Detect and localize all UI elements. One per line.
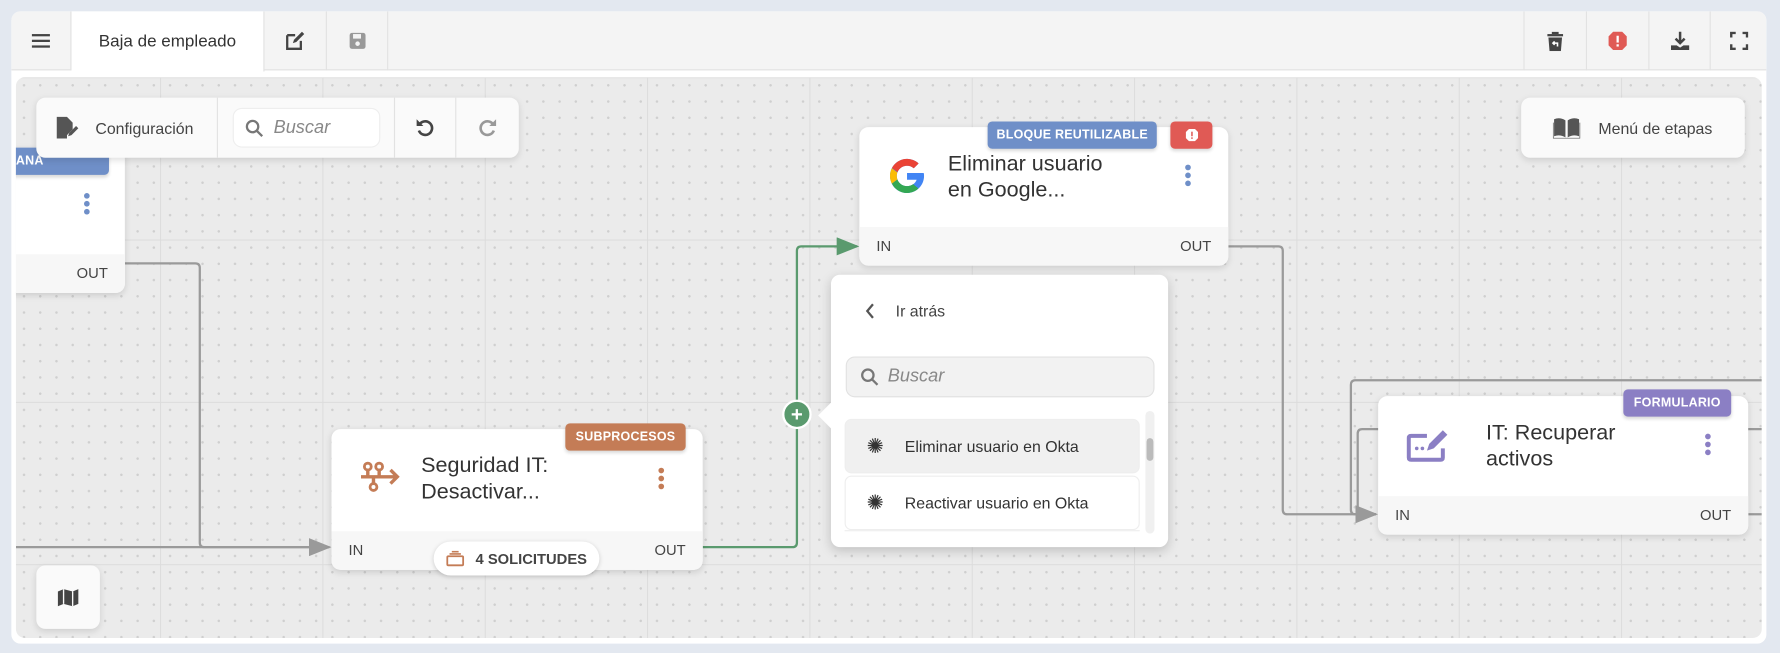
hamburger-icon [31, 34, 50, 48]
minimap-button[interactable] [36, 565, 100, 629]
list-item[interactable]: ✺ Eliminar usuario en Okta [844, 418, 1140, 474]
edit-icon [286, 31, 305, 50]
node-title: Seguridad IT:Desactivar... [421, 454, 549, 505]
back-label: Ir atrás [895, 301, 946, 321]
chevron-left-icon [865, 303, 874, 319]
subprocess-icon [360, 461, 400, 492]
connector-loop-2 [1356, 427, 1762, 515]
output-port[interactable]: OUT [1180, 237, 1212, 255]
menu-button[interactable] [11, 11, 72, 71]
fullscreen-button[interactable] [1709, 11, 1767, 71]
node-menu-icon[interactable] [1185, 164, 1191, 187]
requests-pill[interactable]: 4 SOLICITUDES [433, 541, 600, 576]
okta-icon: ✺ [866, 434, 884, 457]
undo-button[interactable] [393, 97, 455, 158]
output-port[interactable]: OUT [76, 264, 108, 282]
plus-icon: + [790, 402, 803, 426]
connector-loop-1 [1349, 379, 1762, 516]
search-placeholder: Buscar [887, 366, 945, 386]
node-seguridad[interactable]: Seguridad IT:Desactivar... IN OUT SUBPROC… [331, 423, 703, 576]
okta-icon: ✺ [866, 490, 884, 514]
search-placeholder: Buscar [273, 117, 331, 137]
restore-trash-button[interactable] [1523, 11, 1585, 71]
node-left-partial[interactable]: ANA OUT [15, 147, 125, 293]
node-menu-icon[interactable] [658, 467, 665, 490]
reusable-block-badge: BLOQUE REUTILIZABLE [987, 121, 1157, 149]
tab-workflow[interactable]: Baja de empleado [71, 11, 265, 72]
inbox-icon [446, 550, 464, 567]
stages-menu-label: Menú de etapas [1598, 118, 1713, 137]
google-logo-icon [889, 158, 925, 193]
connector-google-to-it [1228, 245, 1379, 524]
add-step-button[interactable]: + [782, 399, 812, 430]
book-open-icon [1552, 118, 1581, 139]
warnings-button[interactable] [1585, 11, 1648, 71]
input-port[interactable]: IN [1395, 506, 1410, 524]
fullscreen-icon [1729, 31, 1748, 50]
search-icon [861, 368, 879, 386]
warning-octagon-icon [1608, 31, 1627, 50]
undo-icon [416, 119, 434, 137]
list-item[interactable]: ✺ Reactivar usuario en Okta [844, 475, 1140, 531]
step-picker-popup: Ir atrás Buscar ✺ Eliminar usuario en Okt… [818, 274, 1169, 548]
download-icon [1670, 31, 1689, 50]
workflow-editor: Baja de empleado ANA OUT Eliminar usuari… [11, 11, 1767, 644]
item-label: Reactivar usuario en Okta [904, 493, 1089, 512]
node-warning-badge[interactable] [1170, 121, 1213, 149]
node-menu-icon[interactable] [1705, 433, 1711, 456]
save-icon [349, 32, 365, 49]
form-badge: FORMULARIO [1623, 389, 1732, 417]
input-port[interactable]: IN [876, 237, 892, 255]
back-button[interactable]: Ir atrás [865, 302, 945, 320]
search-icon [245, 119, 264, 137]
top-bar: Baja de empleado [11, 11, 1767, 72]
connector-left-to-seguridad [124, 262, 332, 557]
popup-search-input[interactable]: Buscar [845, 356, 1155, 398]
save-button[interactable] [327, 11, 389, 71]
trash-restore-icon [1547, 31, 1564, 51]
scrollbar[interactable] [1145, 410, 1155, 534]
file-edit-icon [56, 116, 79, 139]
redo-icon [478, 119, 496, 137]
stages-menu-button[interactable]: Menú de etapas [1521, 97, 1745, 158]
node-menu-icon[interactable] [84, 192, 90, 215]
connectors [15, 237, 1762, 557]
output-port[interactable]: OUT [1700, 506, 1732, 524]
subprocess-badge: SUBPROCESOS [565, 423, 686, 451]
output-port[interactable]: OUT [654, 541, 686, 559]
redo-button[interactable] [455, 97, 517, 158]
input-port[interactable]: IN [348, 541, 364, 559]
connector-seguridad-to-google [702, 237, 860, 549]
configuration-button[interactable]: Configuración [36, 97, 218, 158]
requests-count: 4 SOLICITUDES [475, 550, 588, 568]
list-item-partial [844, 530, 1140, 541]
edit-button[interactable] [265, 11, 327, 71]
item-label: Eliminar usuario en Okta [904, 437, 1079, 456]
scrollbar-thumb[interactable] [1146, 438, 1154, 461]
search-input[interactable]: Buscar [232, 107, 381, 148]
map-icon [57, 588, 79, 606]
configuration-label: Configuración [95, 118, 194, 137]
download-button[interactable] [1648, 11, 1709, 71]
canvas-toolbar: Configuración Buscar [36, 97, 519, 158]
warning-octagon-icon [1185, 129, 1198, 142]
form-icon [1406, 430, 1448, 462]
